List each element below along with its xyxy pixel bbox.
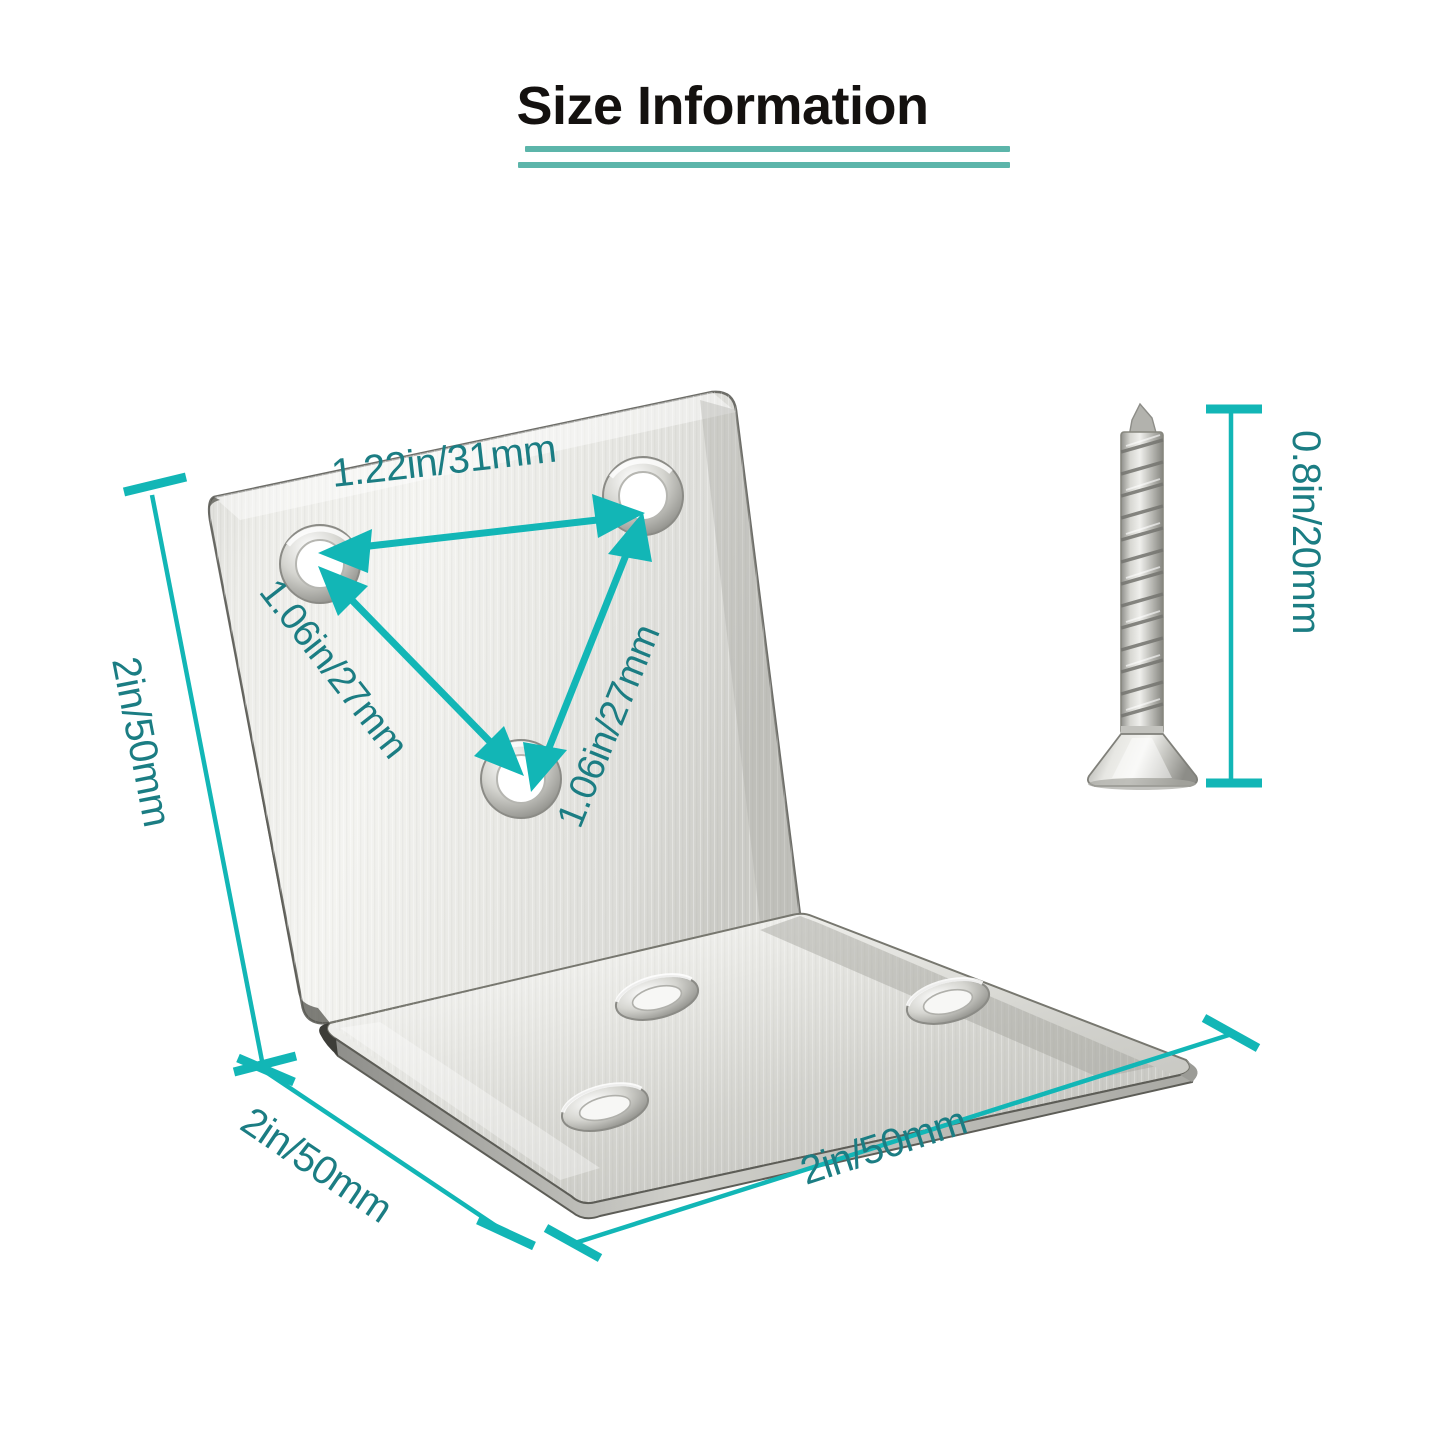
page-title: Size Information [516,76,929,136]
bracket-height-dimension-line [149,494,265,1062]
hole-span-right-arrowhead-bottom [523,742,567,792]
screw-head-base-shadow [1088,778,1196,790]
bracket-width-tick-right [1201,1014,1261,1052]
base-hole-left-lower [560,1082,649,1132]
hole-span-right-arrow-shaft [541,538,636,760]
bracket-height-label: 2in/50mm [103,653,179,830]
screw-thread-highlights [1125,434,1161,711]
screw-threads [1120,438,1164,718]
bracket-depth-label: 2in/50mm [233,1099,400,1231]
bracket-height-tick-bottom [232,1051,298,1077]
annotation-screw-length: 0.8in/20mm [1206,404,1328,788]
vertical-plate-brushed-texture [209,391,801,1024]
bracket-depth-tick-lower [476,1215,536,1251]
bracket-height-tick-top [122,472,188,497]
title-underline-upper [525,146,1010,152]
bracket-width-dimension-line [574,1031,1233,1246]
screw-length-label: 0.8in/20mm [1284,430,1328,634]
title-underline-lower [518,162,1010,168]
bracket-depth-tick-upper [236,1053,296,1087]
base-hole-left-upper [614,973,700,1021]
wood-screw [1086,402,1199,790]
hole-span-right-arrowhead-top [608,512,652,562]
base-plate-right-edge [1180,1060,1198,1082]
hole-span-left-arrow-shaft [339,587,503,755]
hole-span-left-arrowhead-bottom [474,726,524,776]
hole-span-top-arrowhead-right [592,494,645,538]
base-plate-underside [319,1023,338,1056]
title-block: Size Information [0,76,1445,168]
bracket-width-tick-left [543,1224,603,1262]
base-plate-holes [560,973,991,1132]
hole-span-left-arrowhead-top [318,566,368,616]
screw-head-highlight [1112,738,1172,778]
base-hole-right-upper [905,977,991,1025]
hole-span-top-arrowhead-left [318,529,372,573]
bracket-depth-dimension-line [264,1070,510,1236]
hole-span-top-arrow-shaft [351,514,616,552]
